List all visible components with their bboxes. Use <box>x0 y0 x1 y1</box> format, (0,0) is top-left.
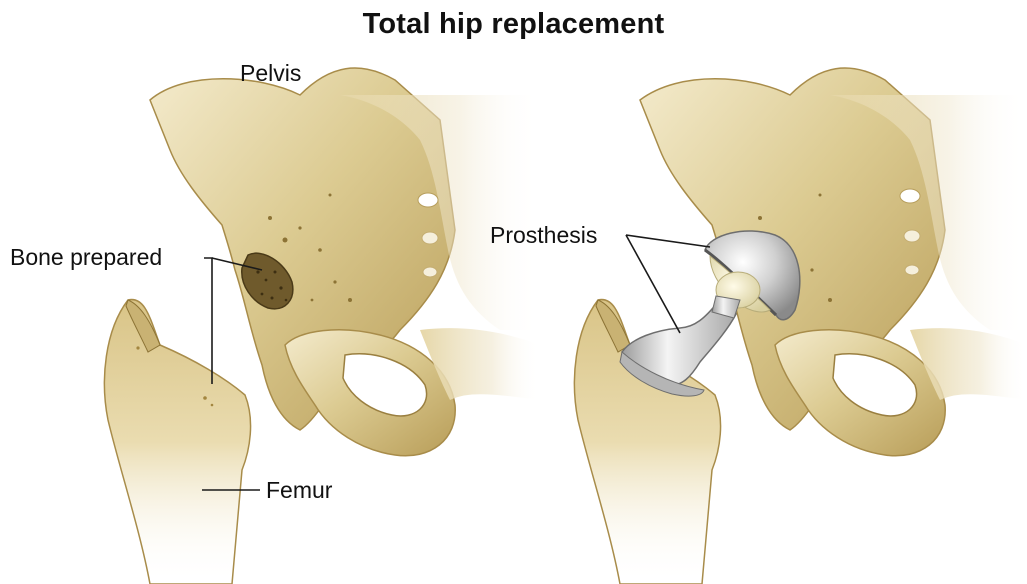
pelvis-label: Pelvis <box>240 60 301 87</box>
prosthesis-label: Prosthesis <box>490 222 597 249</box>
right-sacral-foramen-2 <box>904 230 920 242</box>
left-sacral-foramen-1 <box>418 193 438 207</box>
left-sacral-foramen-2 <box>422 232 438 244</box>
left-femur <box>104 300 250 584</box>
prosthesis-leader-stem <box>626 235 680 333</box>
right-sacral-foramen-1 <box>900 189 920 203</box>
femur-label: Femur <box>266 477 332 504</box>
diagram-title: Total hip replacement <box>0 8 1027 41</box>
right-sacral-foramen-3 <box>905 265 919 275</box>
bone-prepared-leader <box>204 258 212 384</box>
right-hip <box>574 68 1027 584</box>
prosthesis-leader-cup <box>626 235 710 247</box>
left-hip <box>104 68 540 584</box>
left-sacral-foramen-3 <box>423 267 437 277</box>
bone-prepared-label: Bone prepared <box>10 244 162 271</box>
